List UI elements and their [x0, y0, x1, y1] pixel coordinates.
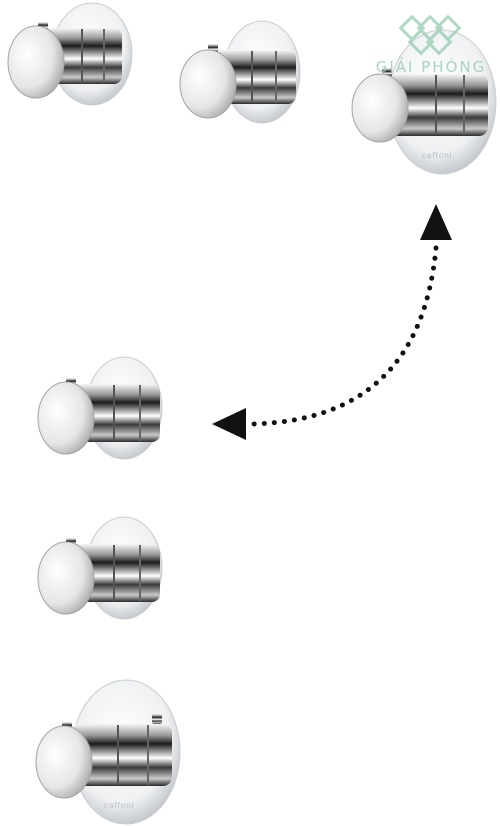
- brand-engraving: caffoni: [422, 151, 452, 160]
- watermark-diamond-icon: [398, 14, 462, 56]
- knob-cap: [7, 25, 65, 99]
- arrow-left-icon: [212, 408, 246, 440]
- watermark-text: GIẢI PHÓNG: [375, 58, 487, 76]
- arrow-up-icon: [420, 204, 452, 240]
- knob-cap: [179, 49, 237, 119]
- dotted-curve: [249, 245, 439, 427]
- watermark-logo: GIẢI PHÓNG: [368, 12, 494, 82]
- valve-bottom-left: caffoni: [32, 678, 182, 826]
- knob-cap: [37, 541, 95, 615]
- knob-cap: [351, 73, 409, 143]
- valve-top-mid: [176, 20, 306, 124]
- valve-lower-left: [37, 516, 168, 620]
- brand-engraving: caffoni: [104, 801, 134, 810]
- knob-cap: [35, 725, 93, 799]
- knob-cap: [37, 381, 95, 455]
- valve-mid-left: [37, 356, 168, 460]
- valve-top-right: caffoni: [350, 28, 500, 178]
- valve-top-left: [4, 2, 134, 106]
